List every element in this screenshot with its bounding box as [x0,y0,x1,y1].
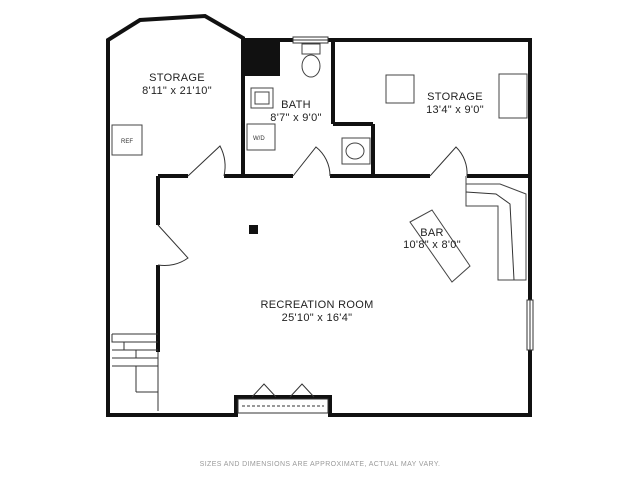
bath-name: BATH [281,99,311,111]
bath-fixtures: W/D [246,43,371,165]
windows [237,36,534,414]
storage-right-dims: 13'4" x 9'0" [426,104,484,116]
storage-left-dims: 8'11" x 21'10" [142,85,212,97]
bar-dims: 10'8" x 8'0" [403,239,461,251]
bar-name: BAR [420,227,444,239]
storage-cabinet [498,73,528,119]
storage-left-name: STORAGE [149,72,205,84]
stairs [111,333,159,411]
disclaimer: SIZES AND DIMENSIONS ARE APPROXIMATE, AC… [200,461,441,468]
doors [157,145,468,398]
bath-dims: 8'7" x 9'0" [270,112,321,124]
toilet-tank [301,43,321,55]
recreation-room-dims: 25'10" x 16'4" [282,312,353,324]
ref-label: REF [121,139,133,145]
exterior-walls [106,13,532,417]
toilet-bowl [301,54,321,78]
room-labels: STORAGE 8'11" x 21'10" BATH 8'7" x 9'0" … [142,72,484,324]
storage-box [385,74,415,104]
storage-right-name: STORAGE [427,91,483,103]
washer-dryer [246,123,276,151]
bar-counter [409,176,527,283]
recreation-room-name: RECREATION ROOM [260,299,373,311]
support-column [249,225,258,234]
refrigerator: REF [111,124,143,156]
storage-right-fixtures [385,73,528,119]
mechanical-block [243,40,280,76]
interior-walls [156,40,530,352]
wd-label: W/D [253,136,265,142]
